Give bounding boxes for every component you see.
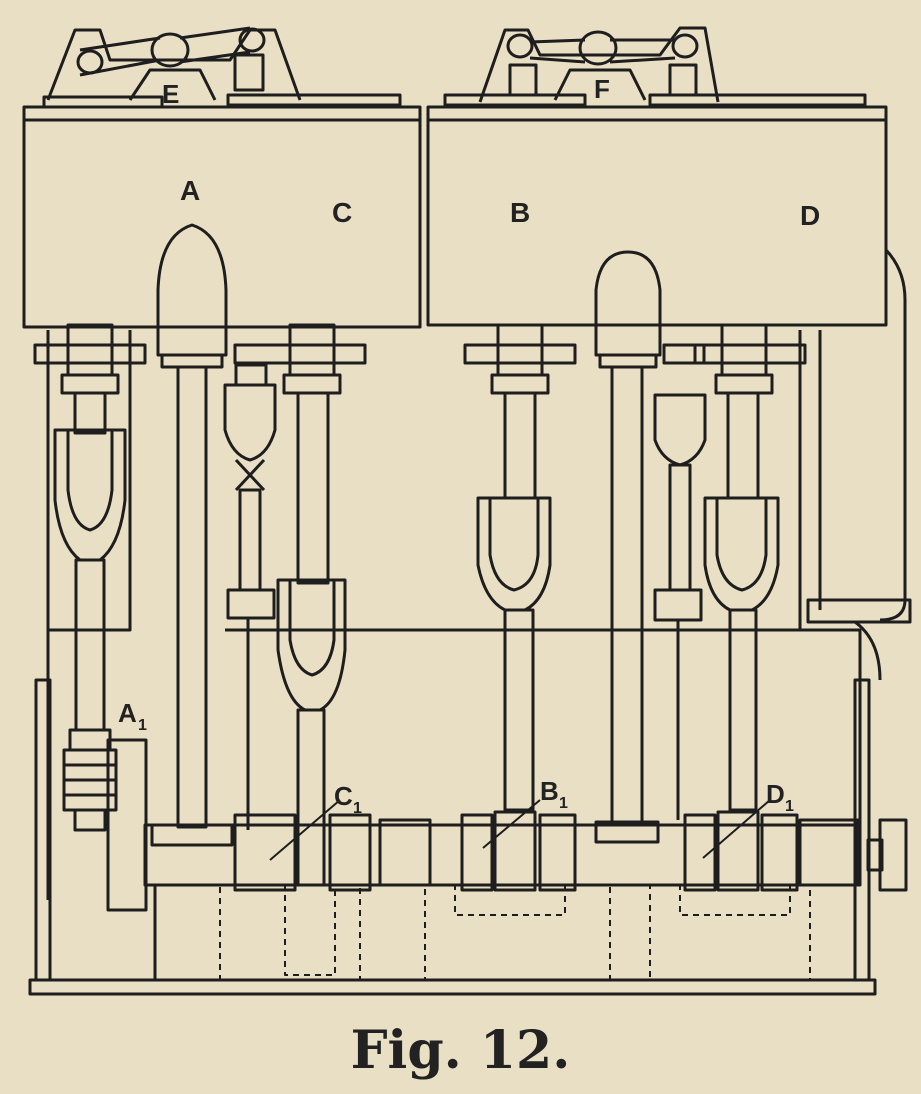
label-D1: D <box>766 779 785 809</box>
figure-caption: Fig. 12. <box>350 1020 571 1081</box>
label-A1: A <box>118 698 137 728</box>
label-leaders <box>269 799 771 861</box>
cylinder-block-right <box>426 105 907 622</box>
crankshaft <box>143 810 862 892</box>
label-B: B <box>510 197 530 228</box>
label-B1: B <box>540 776 559 806</box>
cylinder-block-left <box>22 105 422 329</box>
frame-plate <box>46 330 912 900</box>
figure-labels: E F A C B D A 1 C 1 B 1 D 1 <box>118 74 820 817</box>
valve-rod-C <box>223 363 277 830</box>
piston-head-A <box>150 223 234 847</box>
valve-gear-E <box>42 26 402 109</box>
label-A1-sub: 1 <box>138 717 147 734</box>
label-E: E <box>162 79 179 109</box>
label-D: D <box>800 200 820 231</box>
flywheel-right <box>853 678 908 982</box>
bedplate <box>28 883 877 996</box>
label-D1-sub: 1 <box>785 798 794 815</box>
rod-assembly-B <box>463 323 577 812</box>
piston-head-B <box>594 250 662 844</box>
label-F: F <box>594 74 610 104</box>
rod-assembly-D <box>693 323 807 812</box>
label-C1-sub: 1 <box>353 800 362 817</box>
rod-assembly-C <box>233 323 367 887</box>
label-B1-sub: 1 <box>559 795 568 812</box>
label-C: C <box>332 197 352 228</box>
valve-gear-F <box>443 26 867 107</box>
label-C1: C <box>334 781 353 811</box>
valve-rod-D <box>653 343 707 820</box>
label-A: A <box>180 175 200 206</box>
